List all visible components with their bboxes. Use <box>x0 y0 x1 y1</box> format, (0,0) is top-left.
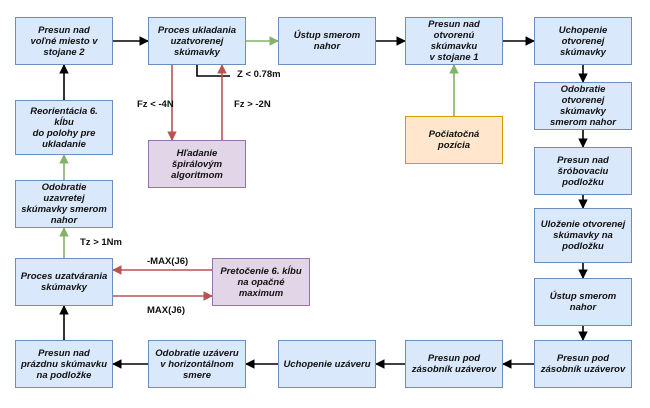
node-retreat-up-1: Ústup smerom nahor <box>278 17 376 65</box>
node-closing-tube: Proces uzatvárania skúmavky <box>15 258 113 306</box>
node-retreat-up-2: Ústup smerom nahor <box>534 278 632 326</box>
node-move-over-open-tube: Presun nad otvorenú skúmavku v stojane 1 <box>405 17 503 65</box>
node-remove-cap-horizontal: Odobratie uzáveru v horizontálnom smere <box>148 340 246 388</box>
node-move-over-empty-tube: Presun nad prázdnu skúmavku na podložke <box>15 340 113 388</box>
node-spiral-search: Hľadanie špirálovým algoritmom <box>148 140 246 188</box>
edge-label-max-neg: -MAX(J6) <box>147 256 189 267</box>
node-storing-closed-tube: Proces ukladania uzatvorenej skúmavky <box>148 17 246 65</box>
node-reorient-joint6: Reorientácia 6. kĺbu do polohy pre uklad… <box>15 100 113 155</box>
edge-label-z-limit: Z < 0.78m <box>237 69 281 80</box>
edge-label-max-pos: MAX(J6) <box>147 305 186 316</box>
node-move-under-cap-magazine-2: Presun pod zásobník uzáverov <box>534 340 632 388</box>
edge-label-fz-greater: Fz > -2N <box>234 99 271 110</box>
node-rotate-joint6: Pretočenie 6. kĺbu na opačné maximum <box>212 258 310 306</box>
edge-label-fz-less: Fz < -4N <box>137 99 174 110</box>
node-move-under-cap-magazine-1: Presun pod zásobník uzáverov <box>405 340 503 388</box>
edge-label-torque: Tz > 1Nm <box>80 237 122 248</box>
node-move-over-screw-pad: Presun nad šróbovaciu podložku <box>534 147 632 195</box>
node-move-over-free-slot: Presun nad voľné miesto v stojane 2 <box>15 17 113 65</box>
edge-n2-z <box>196 65 230 77</box>
node-grip-open-tube: Uchopenie otvorenej skúmavky <box>534 17 632 65</box>
node-lift-open-tube: Odobratie otvorenej skúmavky smerom naho… <box>534 82 632 130</box>
node-grip-cap: Uchopenie uzáveru <box>278 340 376 388</box>
node-place-open-tube: Uloženie otvorenej skúmavky na podložku <box>534 208 632 263</box>
node-lift-closed-tube: Odobratie uzavretej skúmavky smerom naho… <box>15 180 113 228</box>
node-start-position: Počiatočná pozícia <box>405 116 503 164</box>
